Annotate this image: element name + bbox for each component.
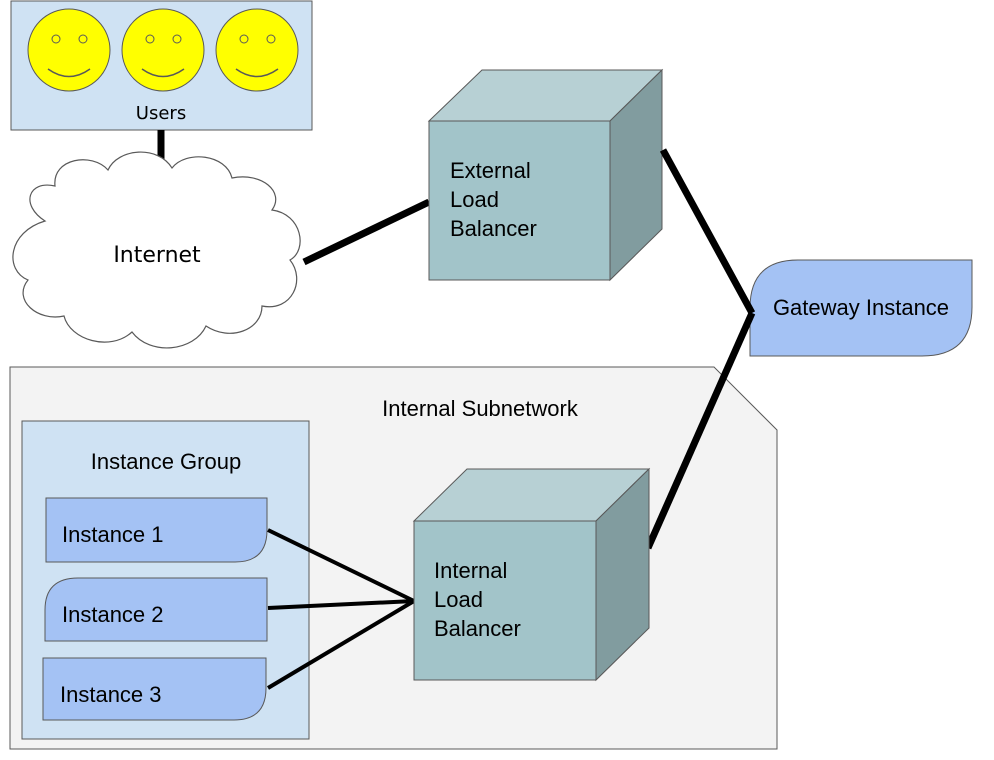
connector-instance3-internal-lb (266, 599, 416, 690)
user-smiley-icon (121, 8, 205, 92)
cloud-icon (12, 151, 301, 349)
gateway-instance: Gateway Instance (749, 259, 973, 357)
users-label: Users (136, 103, 186, 124)
internet-label: Internet (113, 243, 201, 268)
gateway-label: Gateway Instance (773, 295, 949, 320)
connector-instance1-internal-lb (267, 528, 415, 603)
instance-3: Instance 3 (42, 657, 267, 721)
external-lb-line-3: Balancer (450, 216, 537, 241)
internal-lb-line-2: Load (434, 587, 483, 612)
instance-2: Instance 2 (44, 577, 268, 642)
internet-cloud: Internet (12, 151, 301, 349)
user-smiley-icon (27, 8, 111, 92)
connector-internal-lb-gateway (644, 311, 756, 550)
instance-group: Instance Group Instance 1 Instance 2 Ins… (21, 420, 310, 740)
connector-internet-external-lb (302, 198, 431, 266)
instance-1-label: Instance 1 (62, 522, 164, 547)
internal-lb-line-1: Internal (434, 558, 507, 583)
instance-2-label: Instance 2 (62, 602, 164, 627)
connector-external-lb-gateway (659, 148, 756, 315)
internal-load-balancer: Internal Load Balancer (412, 467, 651, 682)
internal-lb-line-3: Balancer (434, 616, 521, 641)
external-lb-line-1: External (450, 158, 531, 183)
instance-1: Instance 1 (45, 497, 268, 563)
instance-3-label: Instance 3 (60, 682, 162, 707)
connector-instance2-internal-lb (267, 599, 415, 610)
user-smiley-icon (215, 8, 299, 92)
cube-front (428, 120, 611, 281)
subnet-label: Internal Subnetwork (382, 396, 579, 421)
external-load-balancer: External Load Balancer (427, 68, 664, 282)
gateway-shape (749, 259, 973, 357)
users-panel: Users (10, 0, 313, 131)
external-lb-line-2: Load (450, 187, 499, 212)
cube-front (413, 520, 597, 681)
instance-group-label: Instance Group (91, 449, 241, 474)
